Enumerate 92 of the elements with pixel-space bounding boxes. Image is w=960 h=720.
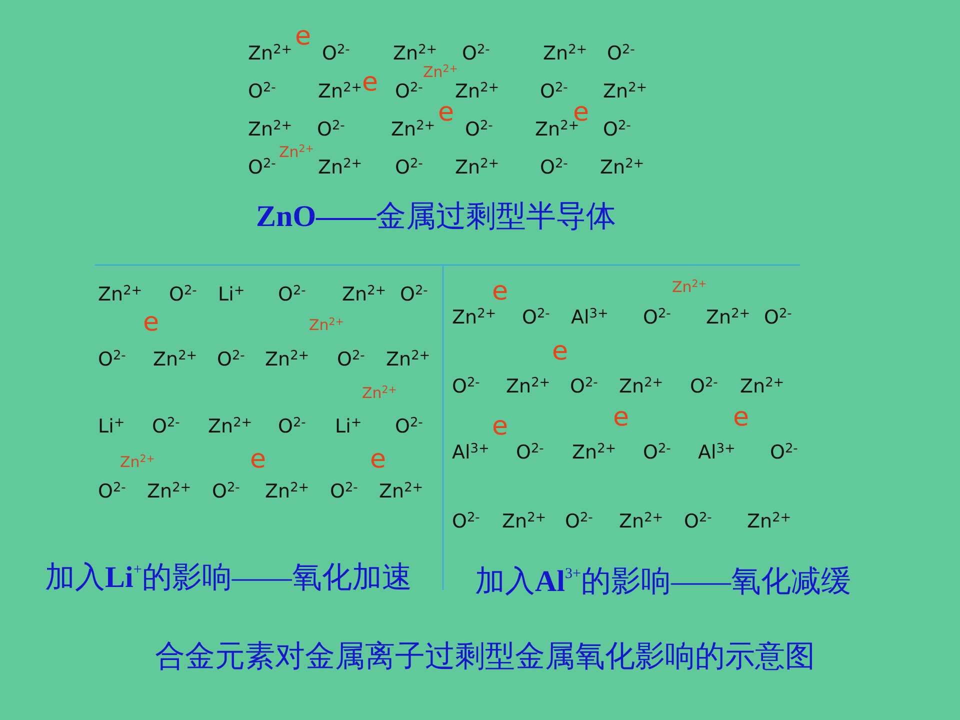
electron-label: e [370,444,386,476]
ion-label: Zn$^{2+}$ [342,284,386,306]
ion-label: Zn$^{2+}$ [455,156,500,180]
ion-label: Zn$^{2+}$ [248,118,292,142]
ion-label: O$^{2-}$ [169,284,197,306]
ion-label: Zn$^{2+}$ [248,42,292,66]
ion-label: O$^{2-}$ [462,42,490,66]
interstitial-ion-label: Zn$^{2+}$ [423,63,458,81]
ion-label: O$^{2-}$ [465,118,493,142]
caption: 合金元素对金属离子过剩型金属氧化影响的示意图 [155,639,815,675]
ion-label: Zn$^{2+}$ [543,42,588,66]
ion-label: O$^{2-}$ [337,348,365,372]
ion-label: Zn$^{2+}$ [740,376,784,398]
panel-heading: ZnO——金属过剩型半导体 [256,199,616,235]
ion-label: Zn$^{2+}$ [572,442,616,464]
ion-label: O$^{2-}$ [522,306,550,330]
electron-label: e [733,402,749,434]
ion-label: Zn$^{2+}$ [502,510,546,534]
ion-label: O$^{2-}$ [278,416,306,438]
ion-label: Zn$^{2+}$ [386,348,430,372]
ion-label: Zn$^{2+}$ [208,416,252,438]
ion-label: O$^{2-}$ [540,156,568,180]
ion-label: Zn$^{2+}$ [265,480,310,504]
ion-label: O$^{2-}$ [770,442,798,464]
ion-label: O$^{2-}$ [317,118,345,142]
ion-label: O$^{2-}$ [540,80,568,104]
ion-label: O$^{2-}$ [248,156,276,180]
ion-label: Li$^{+}$ [218,284,245,306]
ion-label: O$^{2-}$ [152,416,180,438]
ion-label: O$^{2-}$ [565,510,593,534]
ion-label: Zn$^{2+}$ [455,80,500,104]
electron-label: e [143,307,159,339]
ion-label: Zn$^{2+}$ [706,306,750,330]
ion-label: Zn$^{2+}$ [98,284,142,306]
electron-label: e [492,276,508,308]
ion-label: Zn$^{2+}$ [391,118,436,142]
ion-label: O$^{2-}$ [452,376,480,398]
ion-label: O$^{2-}$ [395,416,423,438]
interstitial-ion-label: Zn$^{2+}$ [120,453,155,471]
electron-label: e [438,97,454,129]
ion-label: Al$^{3+}$ [571,306,608,330]
ion-label: O$^{2-}$ [690,376,718,398]
interstitial-ion-label: Zn$^{2+}$ [279,143,314,161]
ion-label: O$^{2-}$ [400,284,428,306]
ion-label: Li$^{+}$ [98,416,125,438]
electron-label: e [552,336,568,368]
ion-label: O$^{2-}$ [395,156,423,180]
ion-label: O$^{2-}$ [570,376,598,398]
ion-label: Zn$^{2+}$ [603,80,648,104]
ion-label: O$^{2-}$ [516,442,544,464]
ion-label: O$^{2-}$ [684,510,712,534]
ion-label: Zn$^{2+}$ [452,306,496,330]
ion-label: O$^{2-}$ [330,480,358,504]
ion-label: O$^{2-}$ [278,284,306,306]
ion-label: Al$^{3+}$ [698,442,736,464]
ion-label: Zn$^{2+}$ [619,376,664,398]
ion-label: Zn$^{2+}$ [747,510,792,534]
ion-label: Zn$^{2+}$ [600,156,644,180]
ion-label: Al$^{3+}$ [452,442,490,464]
ion-label: Li$^{+}$ [335,416,362,438]
ion-label: O$^{2-}$ [452,510,480,534]
ion-label: Zn$^{2+}$ [619,510,664,534]
ion-label: O$^{2-}$ [322,42,350,66]
electron-label: e [362,67,378,99]
electron-label: e [613,402,629,434]
ion-label: Zn$^{2+}$ [318,80,362,104]
electron-label: e [250,444,266,476]
ion-label: O$^{2-}$ [217,348,245,372]
ion-label: Zn$^{2+}$ [265,348,310,372]
ion-label: O$^{2-}$ [395,80,423,104]
ion-label: O$^{2-}$ [643,306,671,330]
ion-label: Zn$^{2+}$ [393,42,438,66]
ion-label: Zn$^{2+}$ [379,480,424,504]
ion-label: O$^{2-}$ [98,480,126,504]
panel-heading: 加入Al$^{3+}$的影响——氧化减缓 [475,564,851,600]
ion-label: O$^{2-}$ [603,118,631,142]
ion-label: O$^{2-}$ [643,442,671,464]
ion-label: O$^{2-}$ [764,306,792,330]
electron-label: e [492,411,508,443]
ion-label: O$^{2-}$ [98,348,126,372]
ion-label: Zn$^{2+}$ [506,376,550,398]
ion-label: Zn$^{2+}$ [147,480,192,504]
ion-label: Zn$^{2+}$ [153,348,198,372]
ion-label: O$^{2-}$ [212,480,240,504]
ion-label: Zn$^{2+}$ [318,156,362,180]
panel-heading: 加入Li$^{+}$的影响——氧化加速 [45,560,412,596]
interstitial-ion-label: Zn$^{2+}$ [309,316,344,334]
electron-label: e [295,21,311,53]
ion-label: O$^{2-}$ [248,80,276,104]
interstitial-ion-label: Zn$^{2+}$ [362,384,397,402]
interstitial-ion-label: Zn$^{2+}$ [672,278,707,296]
ion-label: O$^{2-}$ [607,42,635,66]
